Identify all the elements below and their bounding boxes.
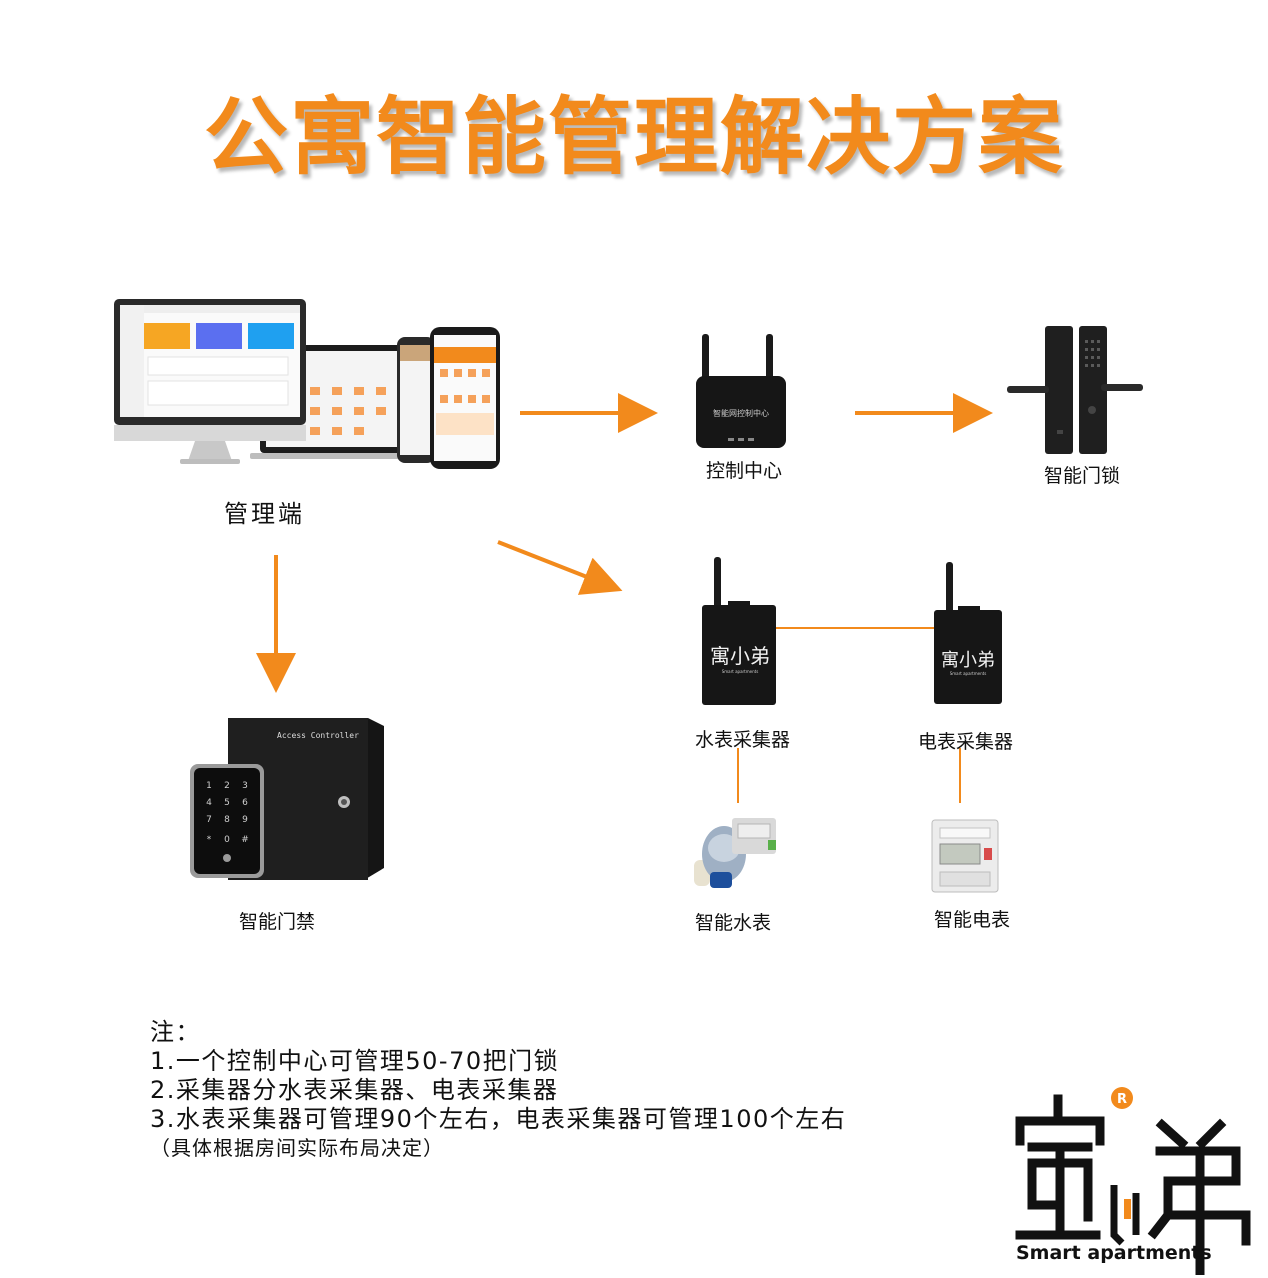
svg-text:3: 3	[242, 781, 248, 791]
control-center-label: 控制中心	[706, 460, 783, 482]
access-control-illustration: Access Controller 1 2 3 4 5 6 7 8 9 * 0 #	[190, 718, 384, 880]
water-collector-label: 水表采集器	[695, 729, 791, 751]
notes-line-4: （具体根据房间实际布局决定）	[150, 1136, 444, 1160]
svg-text:1: 1	[206, 781, 212, 791]
water-collector-brand: Smart apartments	[722, 669, 759, 674]
access-control-label: 智能门禁	[239, 911, 316, 933]
svg-text:寓小弟: 寓小弟	[941, 650, 995, 671]
notes-heading: 注：	[150, 1018, 201, 1046]
controller-box-label: Access Controller	[277, 731, 359, 740]
smart-lock-illustration	[1007, 326, 1143, 454]
water-meter-illustration	[694, 818, 776, 888]
svg-text:2: 2	[224, 781, 230, 791]
smart-lock-label: 智能门锁	[1044, 465, 1121, 487]
svg-text:9: 9	[242, 815, 248, 825]
electric-collector-illustration: 寓小弟 Smart apartments	[934, 562, 1002, 704]
notes-line-1: 1.一个控制中心可管理50-70把门锁	[150, 1047, 560, 1075]
svg-text:7: 7	[206, 815, 212, 825]
management-label: 管理端	[224, 500, 305, 528]
electric-collector-label: 电表采集器	[918, 731, 1014, 753]
svg-text:6: 6	[242, 798, 248, 808]
arrow-management-to-collectors	[497, 540, 623, 595]
router-label: 智能网控制中心	[713, 408, 769, 418]
notes-block: 注： 1.一个控制中心可管理50-70把门锁 2.采集器分水表采集器、电表采集器…	[150, 1018, 846, 1163]
router-illustration: 智能网控制中心	[696, 334, 786, 448]
svg-text:#: #	[241, 835, 249, 845]
page-title: 公寓智能管理解决方案	[203, 88, 1064, 186]
electric-collector-brand: Smart apartments	[950, 671, 987, 676]
svg-text:4: 4	[206, 798, 212, 808]
svg-text:0: 0	[224, 835, 230, 845]
electric-meter-label: 智能电表	[934, 909, 1011, 931]
logo-subtitle: Smart apartments	[1016, 1242, 1212, 1264]
logo-registered-mark: R	[1117, 1092, 1127, 1107]
notes-line-2: 2.采集器分水表采集器、电表采集器	[150, 1076, 559, 1104]
svg-text:寓小弟: 寓小弟	[710, 644, 770, 668]
water-collector-illustration: 寓小弟 Smart apartments	[702, 557, 776, 705]
management-devices-illustration	[114, 299, 500, 469]
water-meter-label: 智能水表	[695, 912, 772, 934]
svg-text:8: 8	[224, 815, 230, 825]
electric-meter-illustration	[931, 819, 999, 893]
svg-text:5: 5	[224, 798, 230, 808]
brand-logo: R Smart apartments	[1015, 1087, 1251, 1275]
notes-line-3: 3.水表采集器可管理90个左右，电表采集器可管理100个左右	[150, 1105, 847, 1133]
svg-text:*: *	[207, 835, 212, 845]
